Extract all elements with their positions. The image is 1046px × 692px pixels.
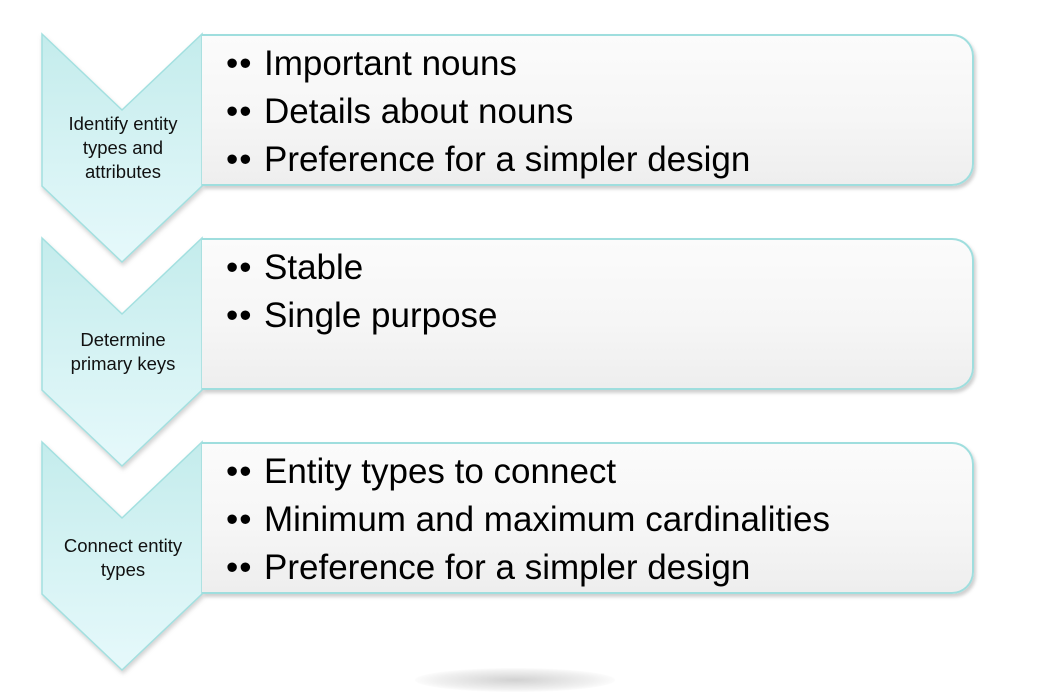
bullet-text: Single purpose [264, 296, 498, 335]
step-content-box-1: ••Important nouns ••Details about nouns … [202, 34, 974, 186]
bullet-marker: •• [226, 44, 253, 83]
step-content-box-2: •• Stable •• Single purpose [202, 238, 974, 390]
step-label-line: types [100, 559, 146, 580]
step-label-identify-entity-types: Identify entity types and attributes [44, 112, 202, 184]
bullet-marker: •• [226, 140, 253, 179]
bullet-text: Entity types to connect [264, 452, 617, 491]
chevron-step-1 [41, 32, 203, 264]
bullet-item: •• Preference for a simpler design [226, 544, 972, 592]
step-label-line: Determine [80, 329, 166, 350]
bullet-item: •• Entity types to connect [226, 448, 972, 496]
chevron-step-3 [41, 440, 203, 672]
step-label-line: Identify entity [68, 113, 178, 134]
step-label-line: primary keys [70, 353, 176, 374]
bullet-item: •• Preference for a simpler design [226, 136, 972, 184]
bullet-item: •• Minimum and maximum cardinalities [226, 496, 972, 544]
chevron-step-2 [41, 236, 203, 468]
step-label-line: Connect entity [63, 535, 183, 556]
step-label-line: types and [82, 137, 164, 158]
bullet-marker: •• [226, 548, 253, 587]
step-label-connect-entity-types: Connect entity types [44, 534, 202, 582]
bottom-shadow-decoration [415, 668, 615, 692]
bullet-list: ••Important nouns ••Details about nouns … [226, 40, 972, 184]
bullet-item: •• Important nouns [226, 40, 972, 88]
step-content-box-3: •• Entity types to connect •• Minimum and … [202, 442, 974, 594]
bullet-text: Important nouns [264, 44, 517, 83]
bullet-marker: •• [226, 92, 253, 131]
bullet-text: Preference for a simpler design [264, 140, 751, 179]
bullet-item: •• Details about nouns [226, 88, 972, 136]
bullet-marker: •• [226, 452, 253, 491]
bullet-item: •• Stable [226, 244, 972, 292]
step-label-line: attributes [84, 161, 162, 182]
bullet-marker: •• [226, 296, 253, 335]
bullet-text: Details about nouns [264, 92, 574, 131]
step-label-determine-primary-keys: Determine primary keys [44, 328, 202, 376]
bullet-text: Stable [264, 248, 364, 287]
bullet-list: •• Stable •• Single purpose [226, 244, 972, 340]
bullet-text: Preference for a simpler design [264, 548, 751, 587]
bullet-list: •• Entity types to connect •• Minimum and … [226, 448, 972, 592]
bullet-text: Minimum and maximum cardinalities [264, 500, 830, 539]
bullet-marker: •• [226, 500, 253, 539]
bullet-item: •• Single purpose [226, 292, 972, 340]
bullet-marker: •• [226, 248, 253, 287]
